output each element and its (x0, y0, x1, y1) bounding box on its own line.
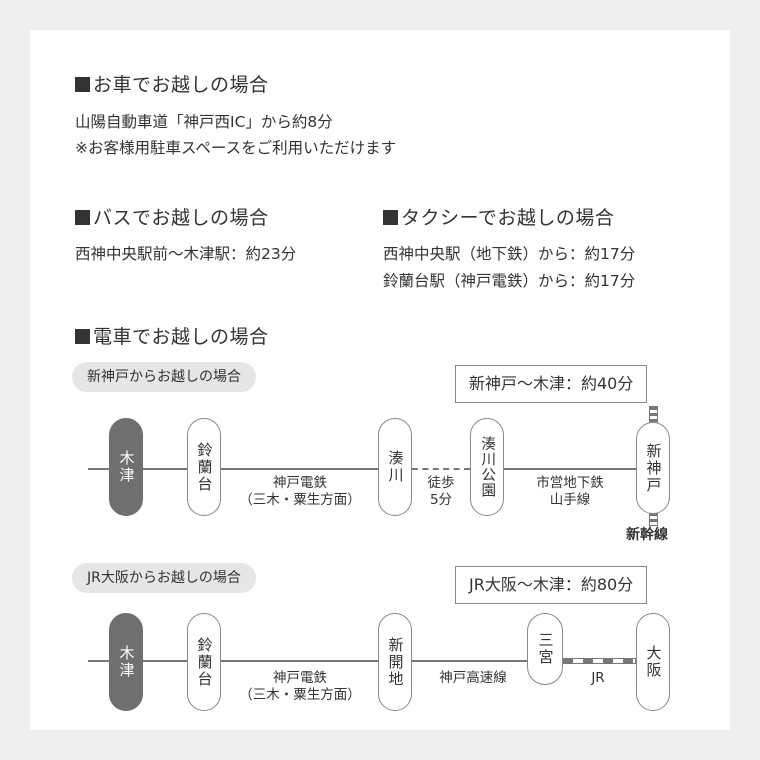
route1-line-kobe-dentetsu (88, 468, 378, 470)
station-minatogawa: 湊川 (378, 418, 412, 516)
station-osaka: 大阪 (636, 613, 670, 711)
square-bullet-icon (75, 329, 90, 344)
station-minatogawa-koen: 湊川公園 (470, 418, 504, 516)
square-bullet-icon (75, 210, 90, 225)
station-shin-kobe: 新神戸 (636, 422, 670, 514)
station-suzurandai: 鈴蘭台 (187, 418, 221, 516)
route2-seg3-label: JR (591, 670, 605, 686)
station-kizu-2: 木津 (109, 613, 143, 711)
route1-label: 新神戸からお越しの場合 (72, 362, 256, 392)
station-kizu: 木津 (109, 418, 143, 516)
car-line-1: 山陽自動車道「神戸西IC」から約8分 (75, 113, 333, 131)
route1-seg3-label: 市営地下鉄 山手線 (536, 475, 604, 508)
bus-line-1: 西神中央駅前〜木津駅：約23分 (75, 245, 297, 263)
route1-walk-dashed-line (412, 468, 470, 470)
route2-line-main (88, 660, 528, 662)
route1-seg2-label: 徒歩 5分 (427, 475, 455, 508)
route1-seg1-label: 神戸電鉄 （三木・粟生方面） (239, 475, 361, 508)
car-line-2: ※お客様用駐車スペースをご利用いただけます (75, 139, 397, 157)
route1-time-box: 新神戸〜木津：約40分 (455, 365, 648, 403)
taxi-line-1: 西神中央駅（地下鉄）から：約17分 (383, 245, 636, 263)
station-sannomiya: 三宮 (527, 613, 563, 685)
route2-seg1-label: 神戸電鉄 （三木・粟生方面） (239, 670, 361, 703)
station-suzurandai-2: 鈴蘭台 (187, 613, 221, 711)
car-heading: お車でお越しの場合 (75, 70, 269, 97)
taxi-heading: タクシーでお越しの場合 (383, 203, 614, 230)
route1-shinkansen-label: 新幹線 (626, 527, 668, 543)
route2-jr-line (562, 658, 636, 664)
square-bullet-icon (383, 210, 398, 225)
bus-heading: バスでお越しの場合 (75, 203, 269, 230)
access-card: お車でお越しの場合 山陽自動車道「神戸西IC」から約8分 ※お客様用駐車スペース… (30, 30, 730, 730)
station-shinkaichi: 新開地 (378, 613, 412, 711)
square-bullet-icon (75, 77, 90, 92)
taxi-line-2: 鈴蘭台駅（神戸電鉄）から：約17分 (383, 272, 636, 290)
route2-label: JR大阪からお越しの場合 (72, 563, 256, 593)
train-heading: 電車でお越しの場合 (75, 322, 269, 349)
route2-seg2-label: 神戸高速線 (439, 670, 507, 686)
route1-line-subway (504, 468, 636, 470)
route2-time-box: JR大阪〜木津：約80分 (455, 566, 648, 604)
